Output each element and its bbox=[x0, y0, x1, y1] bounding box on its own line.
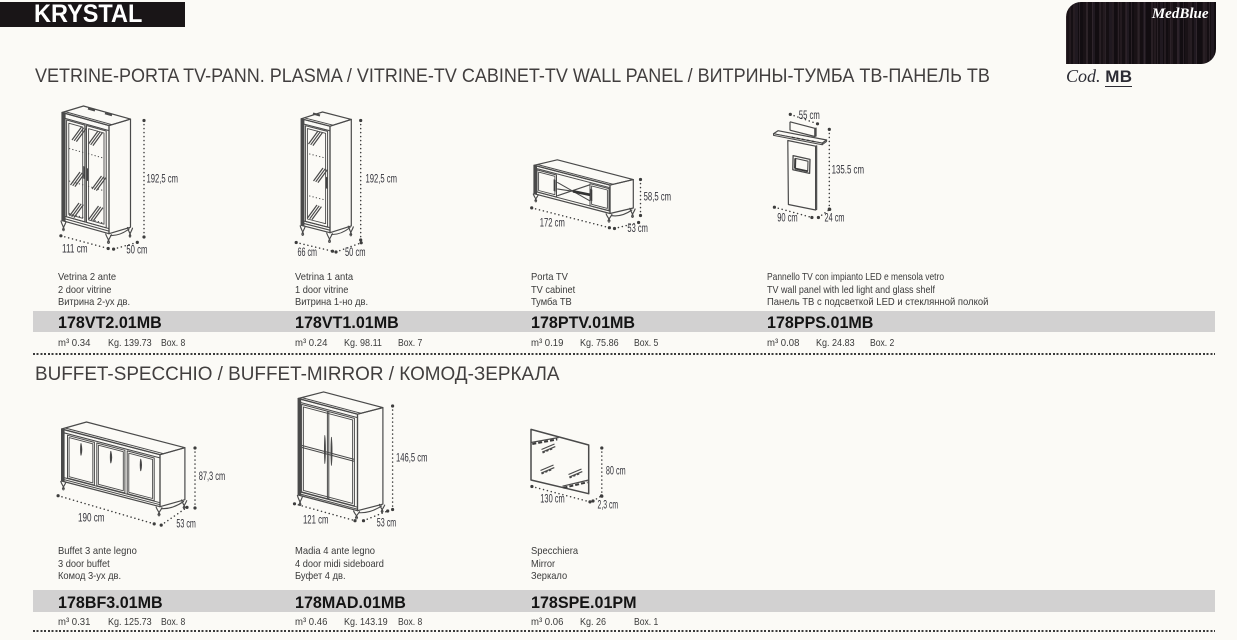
svg-text:111 cm: 111 cm bbox=[62, 244, 88, 256]
svg-text:190 cm: 190 cm bbox=[78, 512, 105, 524]
svg-text:135.5 cm: 135.5 cm bbox=[832, 165, 865, 177]
svg-text:90 cm: 90 cm bbox=[777, 213, 798, 225]
svg-text:172 cm: 172 cm bbox=[540, 217, 565, 229]
svg-text:24 cm: 24 cm bbox=[825, 213, 845, 225]
svg-text:50 cm: 50 cm bbox=[126, 245, 147, 257]
svg-text:50 cm: 50 cm bbox=[345, 247, 366, 259]
svg-text:87,3 cm: 87,3 cm bbox=[199, 471, 226, 483]
svg-text:146,5 cm: 146,5 cm bbox=[396, 453, 428, 465]
svg-text:2,3 cm: 2,3 cm bbox=[598, 499, 619, 511]
svg-text:130 cm: 130 cm bbox=[540, 493, 564, 505]
svg-text:53 cm: 53 cm bbox=[377, 518, 396, 530]
svg-text:53 cm: 53 cm bbox=[176, 519, 196, 531]
svg-text:53 cm: 53 cm bbox=[627, 223, 648, 235]
svg-text:58,5 cm: 58,5 cm bbox=[644, 191, 672, 203]
svg-text:66 cm: 66 cm bbox=[298, 247, 318, 259]
svg-text:55 cm: 55 cm bbox=[799, 110, 820, 122]
svg-text:192,5 cm: 192,5 cm bbox=[366, 174, 398, 186]
svg-text:192,5 cm: 192,5 cm bbox=[147, 174, 179, 186]
svg-text:121 cm: 121 cm bbox=[303, 514, 328, 526]
svg-text:80 cm: 80 cm bbox=[606, 465, 626, 477]
